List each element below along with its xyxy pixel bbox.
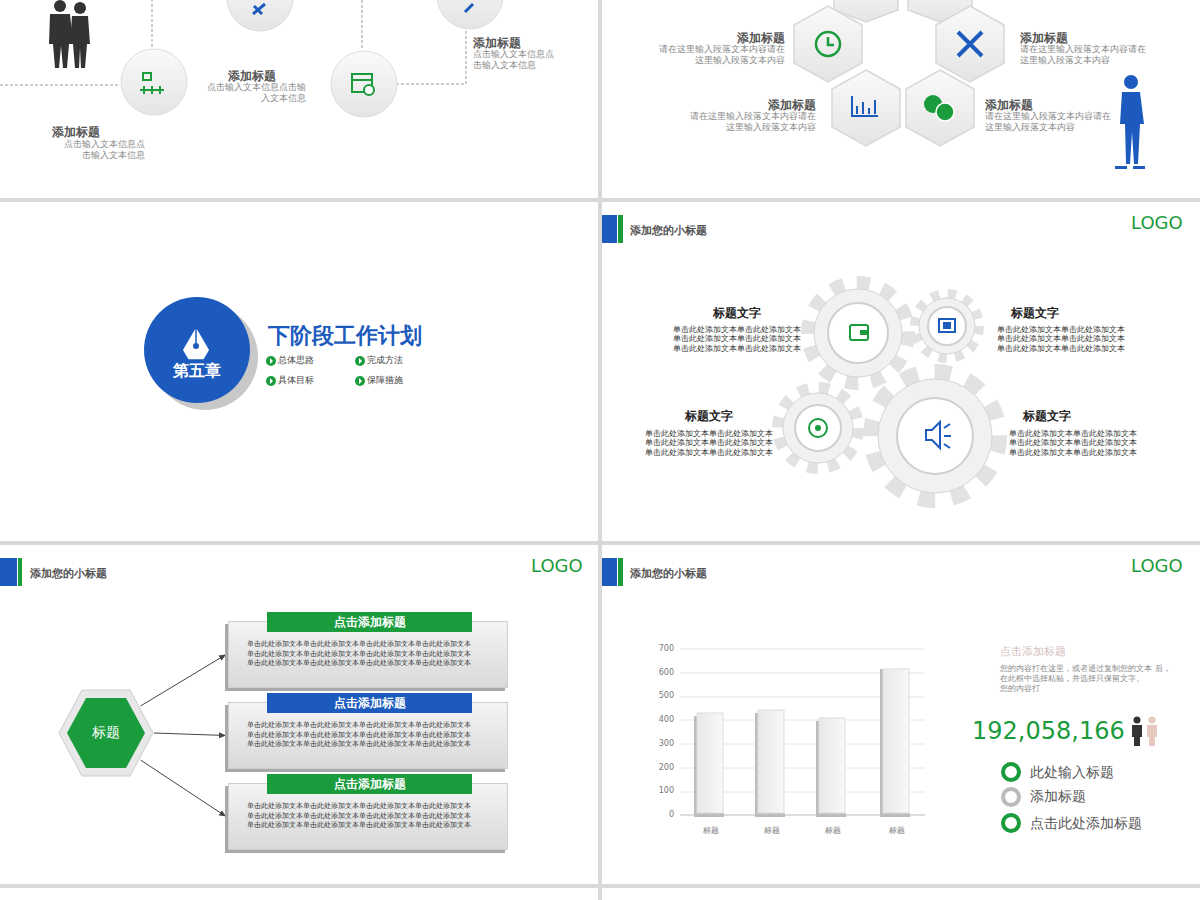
note: 点击输入文本信息点 击输入文本信息	[30, 139, 145, 162]
list-item: 添加标题	[1030, 788, 1086, 806]
gear-text: 单击此处添加文本单击此处添加文本 单击此处添加文本单击此处添加文本 单击此处添加…	[996, 325, 1126, 353]
box-heading: 点击添加标题	[267, 693, 472, 713]
box-body: 单击此处添加文本单击此处添加文本单击此处添加文本单击此处添加文本 单击此处添加文…	[229, 622, 509, 674]
gear-text: 单击此处添加文本单击此处添加文本 单击此处添加文本单击此处添加文本 单击此处添加…	[1008, 429, 1138, 457]
logo: LOGO	[1131, 212, 1183, 235]
text-box: 点击添加标题单击此处添加文本单击此处添加文本单击此处添加文本单击此处添加文本 单…	[228, 702, 508, 769]
note: 请在这里输入段落文本内容请在 这里输入段落文本内容	[1020, 44, 1170, 67]
bullet: 保障措施	[367, 375, 403, 386]
connector-arrow	[154, 733, 226, 736]
axis-label: 标题	[877, 826, 917, 836]
axis-tick: 100	[640, 786, 674, 796]
box-body: 单击此处添加文本单击此处添加文本单击此处添加文本单击此处添加文本 单击此处添加文…	[229, 784, 509, 836]
title: 添加标题	[985, 98, 1033, 113]
subtitle: 添加您的小标题	[630, 224, 707, 238]
axis-tick: 400	[640, 715, 674, 725]
list-item: 点击此处添加标题	[1030, 815, 1142, 833]
hexagon-label: 标题	[58, 724, 154, 742]
text-box: 点击添加标题单击此处添加文本单击此处添加文本单击此处添加文本单击此处添加文本 单…	[228, 621, 508, 688]
subtitle: 添加您的小标题	[30, 567, 107, 581]
gear-title: 标题文字	[687, 306, 787, 321]
title: 添加标题	[196, 69, 276, 84]
axis-label: 标题	[813, 826, 853, 836]
hexagon-node: 标题	[58, 688, 154, 778]
gear-text: 单击此处添加文本单击此处添加文本 单击此处添加文本单击此处添加文本 单击此处添加…	[644, 429, 774, 457]
note: 您的内容打在这里，或者通过复制您的文本 后，在此框中选择粘贴，并选择只保留文字。…	[1000, 664, 1180, 694]
axis-tick: 700	[640, 644, 674, 654]
axis-label: 标题	[691, 826, 731, 836]
text-box: 点击添加标题单击此处添加文本单击此处添加文本单击此处添加文本单击此处添加文本 单…	[228, 783, 508, 850]
logo: LOGO	[531, 555, 583, 578]
box-heading: 点击添加标题	[267, 774, 472, 794]
note: 请在这里输入段落文本内容请在 这里输入段落文本内容	[635, 44, 785, 67]
title: 添加标题	[705, 31, 785, 46]
title: 添加标题	[473, 36, 521, 51]
chapter-circle: 第五章	[144, 297, 250, 403]
gear-text: 单击此处添加文本单击此处添加文本 单击此处添加文本单击此处添加文本 单击此处添加…	[672, 325, 802, 353]
chapter-label: 第五章	[144, 361, 250, 382]
connector-arrow	[141, 760, 226, 817]
bullet: 完成方法	[367, 355, 403, 366]
chapter-title: 下阶段工作计划	[268, 322, 422, 350]
gear-title: 标题文字	[997, 409, 1097, 424]
title: 添加标题	[52, 125, 100, 140]
note: 点击输入文本信息点 击输入文本信息	[473, 49, 593, 72]
logo: LOGO	[1131, 555, 1183, 578]
note: 请在这里输入段落文本内容请在 这里输入段落文本内容	[666, 111, 816, 134]
bullet: 具体目标	[278, 375, 314, 386]
axis-tick: 200	[640, 763, 674, 773]
title: 添加标题	[1020, 31, 1068, 46]
list-item: 此处输入标题	[1030, 764, 1114, 782]
big-number: 192,058,166	[972, 716, 1125, 746]
gear-title: 标题文字	[659, 409, 759, 424]
connector-arrow	[141, 655, 226, 707]
axis-tick: 0	[640, 810, 674, 820]
axis-tick: 300	[640, 739, 674, 749]
bullet: 总体思路	[278, 355, 314, 366]
axis-label: 标题	[752, 826, 792, 836]
title: 添加标题	[736, 98, 816, 113]
subtitle: 添加您的小标题	[630, 567, 707, 581]
gear-title: 标题文字	[985, 306, 1085, 321]
note: 点击输入文本信息点击输 入文本信息	[186, 82, 306, 105]
panel-title: 点击添加标题	[1000, 645, 1066, 659]
note: 请在这里输入段落文本内容请在 这里输入段落文本内容	[985, 111, 1135, 134]
axis-tick: 600	[640, 668, 674, 678]
axis-tick: 500	[640, 691, 674, 701]
box-heading: 点击添加标题	[267, 612, 472, 632]
box-body: 单击此处添加文本单击此处添加文本单击此处添加文本单击此处添加文本 单击此处添加文…	[229, 703, 509, 755]
